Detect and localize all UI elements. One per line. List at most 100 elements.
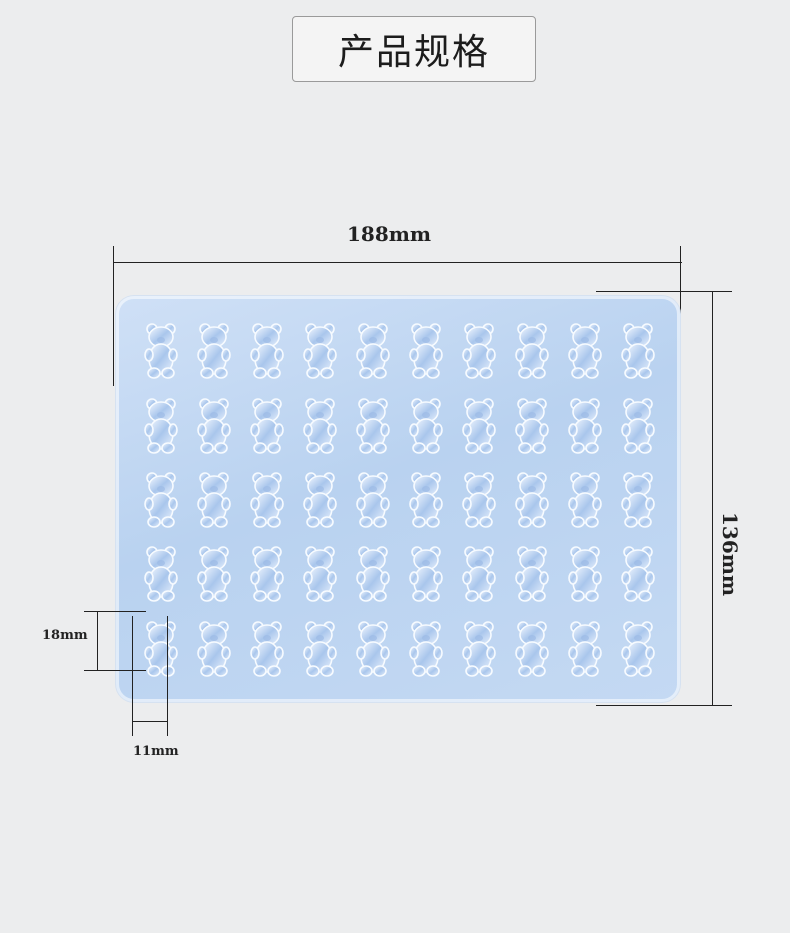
bear-icon	[567, 472, 602, 528]
bear-cavity	[558, 314, 611, 388]
bear-icon	[567, 620, 602, 677]
height-dimension-label: 136mm	[718, 512, 742, 597]
bear-icon	[302, 397, 337, 454]
cavity-width-right-tick	[167, 616, 168, 736]
bear-cavity	[611, 612, 664, 686]
bear-cavity	[611, 388, 664, 462]
bear-cavity	[611, 314, 664, 388]
bear-icon	[143, 620, 178, 677]
bear-cavity	[505, 314, 558, 388]
bear-cavity	[134, 537, 187, 611]
bear-cavity	[134, 314, 187, 388]
bear-icon	[514, 323, 549, 379]
bear-icon	[514, 397, 549, 454]
width-left-tick	[113, 246, 114, 386]
cavity-width-left-tick	[132, 616, 133, 736]
bear-icon	[196, 323, 231, 379]
bear-icon	[355, 620, 390, 677]
cavity-width-line	[132, 721, 168, 722]
bear-icon	[249, 546, 284, 603]
bear-cavity	[240, 314, 293, 388]
bear-icon	[620, 397, 655, 454]
bear-icon	[461, 546, 496, 603]
height-bottom-tick	[596, 705, 732, 706]
bear-cavity	[134, 612, 187, 686]
bear-cavity	[399, 537, 452, 611]
bear-icon	[461, 397, 496, 454]
bear-icon	[355, 472, 390, 528]
bear-cavity	[505, 612, 558, 686]
bear-cavity	[399, 612, 452, 686]
bear-icon	[408, 397, 443, 454]
bear-cavity	[240, 612, 293, 686]
cavity-width-label: 11mm	[133, 744, 179, 759]
bear-cavity	[399, 314, 452, 388]
bear-icon	[461, 472, 496, 528]
bear-icon	[620, 546, 655, 603]
bear-icon	[302, 323, 337, 379]
bear-icon	[249, 472, 284, 528]
bear-icon	[143, 472, 178, 528]
bear-cavity	[452, 537, 505, 611]
bear-icon	[302, 620, 337, 677]
bear-icon	[461, 323, 496, 379]
bear-icon	[514, 546, 549, 603]
bear-icon	[408, 472, 443, 528]
bear-cavity	[558, 463, 611, 537]
bear-cavity	[346, 537, 399, 611]
bear-icon	[408, 323, 443, 379]
bear-cavity	[293, 388, 346, 462]
bear-cavity	[452, 612, 505, 686]
bear-icon	[514, 472, 549, 528]
bear-cavity	[293, 314, 346, 388]
bear-cavity	[187, 612, 240, 686]
cavity-height-line	[97, 611, 98, 671]
bear-icon	[408, 546, 443, 603]
bear-icon	[249, 620, 284, 677]
bear-cavity	[187, 314, 240, 388]
cavity-height-label: 18mm	[42, 628, 88, 643]
bear-icon	[567, 397, 602, 454]
bear-cavity	[240, 388, 293, 462]
bear-cavity	[558, 537, 611, 611]
bear-cavity	[293, 463, 346, 537]
bear-icon	[143, 397, 178, 454]
bear-icon	[620, 323, 655, 379]
cavity-height-bottom-tick	[84, 670, 146, 671]
bear-icon	[567, 546, 602, 603]
bear-icon	[196, 546, 231, 603]
bear-icon	[196, 620, 231, 677]
bear-cavity	[399, 388, 452, 462]
bear-icon	[355, 323, 390, 379]
bear-icon	[355, 546, 390, 603]
bear-icon	[249, 397, 284, 454]
cavity-height-top-tick	[84, 611, 146, 612]
width-dimension-line	[114, 262, 682, 263]
bear-icon	[514, 620, 549, 677]
height-top-tick	[596, 291, 732, 292]
silicone-mold-tray	[116, 296, 680, 702]
bear-cavity	[452, 314, 505, 388]
bear-cavity	[346, 314, 399, 388]
bear-cavity	[240, 463, 293, 537]
bear-cavity	[346, 463, 399, 537]
bear-icon	[302, 546, 337, 603]
bear-icon	[620, 620, 655, 677]
bear-cavity	[346, 612, 399, 686]
page-title: 产品规格	[292, 16, 536, 82]
bear-cavity	[611, 463, 664, 537]
bear-cavity	[452, 463, 505, 537]
bear-cavity	[240, 537, 293, 611]
bear-cavity	[558, 388, 611, 462]
bear-cavity	[134, 463, 187, 537]
bear-icon	[355, 397, 390, 454]
width-dimension-label: 188mm	[347, 222, 432, 246]
bear-cavity	[505, 463, 558, 537]
bear-cavity	[346, 388, 399, 462]
bear-icon	[196, 472, 231, 528]
bear-cavity	[611, 537, 664, 611]
bear-cavity	[187, 388, 240, 462]
bear-icon	[143, 546, 178, 603]
bear-icon	[143, 323, 178, 379]
bear-cavity	[558, 612, 611, 686]
